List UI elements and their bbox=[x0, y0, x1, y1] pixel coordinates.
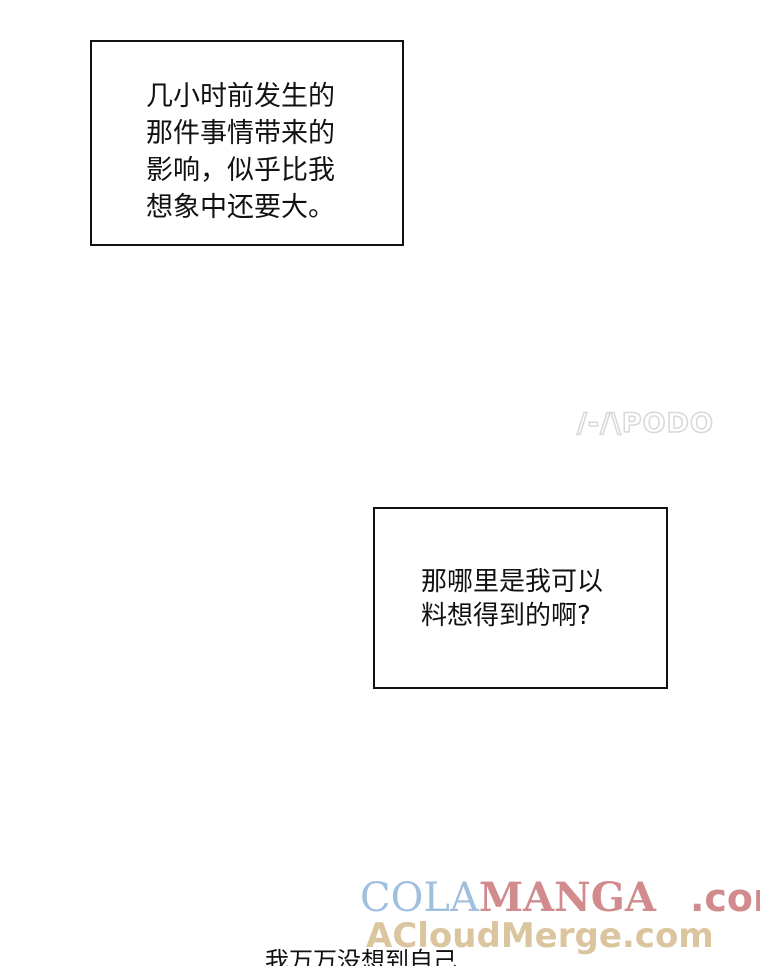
narration-text-bottom: 我万万没想到自己 bbox=[265, 947, 457, 966]
podo-watermark-logo: /-/\PODO bbox=[576, 407, 714, 440]
narration-text-middle: 那哪里是我可以 料想得到的啊? bbox=[421, 567, 604, 631]
narration-box-middle: 那哪里是我可以 料想得到的啊? bbox=[373, 507, 668, 689]
narration-box-top: 几小时前发生的 那件事情带来的 影响，似乎比我 想象中还要大。 bbox=[90, 40, 404, 246]
watermark-cola-text: COLA bbox=[360, 875, 479, 921]
watermark-com-text: .com bbox=[689, 876, 760, 920]
narration-text-top: 几小时前发生的 那件事情带来的 影响，似乎比我 想象中还要大。 bbox=[146, 81, 335, 223]
acloudmerge-watermark: ACloudMerge.com bbox=[366, 916, 714, 956]
colamanga-watermark: COLAMANGA .com bbox=[360, 874, 760, 922]
watermark-manga-text: MANGA bbox=[478, 874, 656, 921]
